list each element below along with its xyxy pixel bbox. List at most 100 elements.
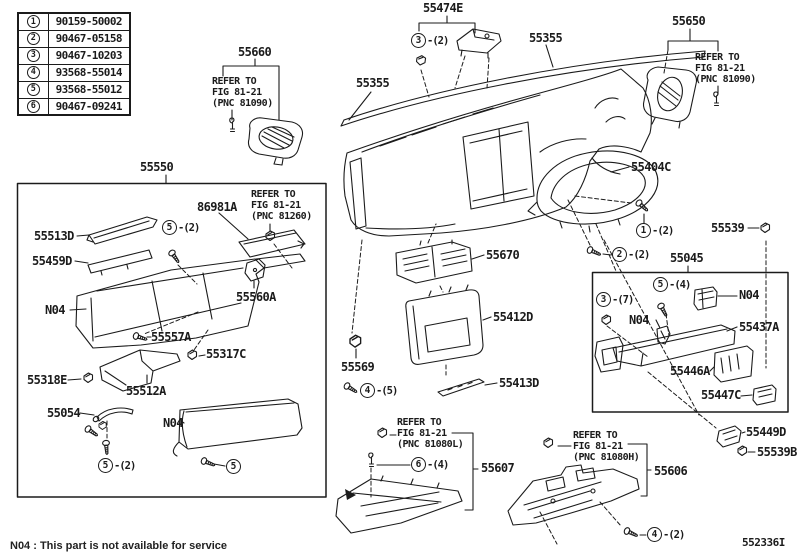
callout-3-lower[interactable]: 3 -(7) — [596, 292, 634, 307]
part-label-55317c[interactable]: 55317C — [206, 347, 246, 361]
fastener-row[interactable]: 1 90159-50002 — [17, 12, 131, 31]
part-label-55474e[interactable]: 55474E — [423, 1, 463, 15]
callout-qty: -(5) — [376, 384, 398, 397]
callout-1[interactable]: 1 -(2) — [636, 223, 674, 238]
part-label-55318e[interactable]: 55318E — [27, 373, 67, 387]
refer-line: FIG 81-21 — [212, 87, 262, 98]
callout-circle: 3 — [411, 33, 426, 48]
part-label-55355-left[interactable]: 55355 — [356, 76, 390, 90]
callout-4-passenger[interactable]: 4 -(2) — [647, 527, 685, 542]
callout-5-lower[interactable]: 5 -(4) — [653, 277, 691, 292]
refer-line: (PNC 81260) — [251, 211, 312, 222]
callout-circle: 4 — [647, 527, 662, 542]
diagram-code: 552336I — [742, 536, 785, 549]
refer-note-passenger-lower[interactable]: REFER TO FIG 81-21 (PNC 81080H) — [573, 430, 640, 463]
callout-circle: 3 — [596, 292, 611, 307]
refer-note-left-vent[interactable]: REFER TO FIG 81-21 (PNC 81090) — [212, 76, 273, 109]
retainer-clips-right-art — [716, 222, 771, 457]
part-label-55045[interactable]: 55045 — [670, 251, 704, 265]
fastener-number-badge: 6 — [26, 99, 40, 113]
part-label-55550[interactable]: 55550 — [140, 160, 174, 174]
part-label-55054[interactable]: 55054 — [47, 406, 81, 420]
refer-line: REFER TO — [695, 52, 740, 63]
upper-cover-55474e-art — [415, 15, 502, 67]
part-label-55449d[interactable]: 55449D — [746, 425, 786, 439]
part-label-55413d[interactable]: 55413D — [499, 376, 539, 390]
part-label-55513d[interactable]: 55513D — [34, 229, 74, 243]
refer-line: REFER TO — [397, 417, 442, 428]
driver-lower-panel-55607-art — [335, 427, 479, 534]
fastener-number-badge: 4 — [26, 66, 40, 79]
part-label-55650[interactable]: 55650 — [672, 14, 706, 28]
part-label-55355-right[interactable]: 55355 — [529, 31, 563, 45]
part-label-55404c[interactable]: 55404C — [631, 160, 671, 174]
callout-5-rod[interactable]: 5 -(2) — [98, 458, 136, 473]
n04-label-bracket[interactable]: N04 — [629, 313, 649, 327]
side-vent-55650-art — [642, 28, 720, 129]
fastener-part-number: 90467-10203 — [47, 46, 131, 65]
callout-4-center[interactable]: 4 -(5) — [360, 383, 398, 398]
center-vent-55670-art — [395, 239, 473, 284]
part-label-55447c[interactable]: 55447C — [701, 388, 741, 402]
part-label-55539b[interactable]: 55539B — [757, 445, 797, 459]
fastener-number-badge: 5 — [26, 83, 40, 96]
n04-label-door[interactable]: N04 — [163, 416, 183, 430]
service-note: N04 : This part is not available for ser… — [10, 540, 228, 552]
part-label-55660[interactable]: 55660 — [238, 45, 272, 59]
part-label-55539[interactable]: 55539 — [711, 221, 745, 235]
callout-2[interactable]: 2 -(2) — [612, 247, 650, 262]
part-label-55557a[interactable]: 55557A — [151, 330, 191, 344]
refer-note-driver-lower[interactable]: REFER TO FIG 81-21 (PNC 81080L) — [397, 417, 464, 450]
fastener-table: 1 90159-50002 2 90467-05158 3 90467-1020… — [17, 12, 131, 116]
callout-5-door[interactable]: 5 — [226, 459, 242, 474]
refer-note-right-vent[interactable]: REFER TO FIG 81-21 (PNC 81090) — [695, 52, 756, 85]
fastener-part-number: 93568-55014 — [47, 63, 131, 82]
callout-6[interactable]: 6 -(4) — [411, 457, 449, 472]
part-label-55606[interactable]: 55606 — [654, 464, 688, 478]
callout-5-glovebox[interactable]: 5 -(2) — [162, 220, 200, 235]
part-label-55512a[interactable]: 55512A — [126, 384, 166, 398]
refer-line: (PNC 81090) — [212, 98, 273, 109]
callout-qty: -(2) — [114, 459, 136, 472]
part-label-55437a[interactable]: 55437A — [739, 320, 779, 334]
callout-qty: -(2) — [628, 248, 650, 261]
instrument-panel-body-art — [343, 68, 652, 237]
part-label-55446a[interactable]: 55446A — [670, 364, 710, 378]
part-label-55459d[interactable]: 55459D — [32, 254, 72, 268]
fastener-row[interactable]: 6 90467-09241 — [17, 97, 131, 116]
callout-circle: 5 — [98, 458, 113, 473]
part-label-55412d[interactable]: 55412D — [493, 310, 533, 324]
refer-line: (PNC 81080H) — [573, 452, 640, 463]
windshield-strip-55355-art — [340, 50, 706, 127]
part-label-55560a[interactable]: 55560A — [236, 290, 276, 304]
callout-qty: -(7) — [612, 293, 634, 306]
fastener-part-number: 90467-05158 — [47, 29, 131, 48]
part-label-86981a[interactable]: 86981A — [197, 200, 237, 214]
side-vent-55660-art — [222, 58, 304, 166]
fastener-row[interactable]: 2 90467-05158 — [17, 29, 131, 48]
refer-line: (PNC 81090) — [695, 74, 756, 85]
n04-label-housing[interactable]: N04 — [45, 303, 65, 317]
callout-3-top[interactable]: 3 -(2) — [411, 33, 449, 48]
cluster-hood-55404c-art — [527, 150, 659, 233]
leader-lines-art — [67, 44, 760, 536]
callout-qty: -(2) — [652, 224, 674, 237]
fastener-part-number: 93568-55012 — [47, 80, 131, 99]
callout-qty: -(4) — [669, 278, 691, 291]
refer-line: (PNC 81080L) — [397, 439, 464, 450]
fastener-part-number: 90467-09241 — [47, 97, 131, 116]
part-label-55607[interactable]: 55607 — [481, 461, 515, 475]
part-label-55670[interactable]: 55670 — [486, 248, 520, 262]
n04-label-switch-blank[interactable]: N04 — [739, 288, 759, 302]
part-label-55569[interactable]: 55569 — [341, 360, 375, 374]
refer-line: FIG 81-21 — [573, 441, 623, 452]
refer-note-card-holder[interactable]: REFER TO FIG 81-21 (PNC 81260) — [251, 189, 312, 222]
refer-line: REFER TO — [212, 76, 257, 87]
fastener-row[interactable]: 4 93568-55014 — [17, 63, 131, 82]
callout-circle: 6 — [411, 457, 426, 472]
dashed-assembly-lines-art — [106, 49, 767, 545]
fastener-row[interactable]: 3 90467-10203 — [17, 46, 131, 65]
callout-qty: -(2) — [178, 221, 200, 234]
fastener-row[interactable]: 5 93568-55012 — [17, 80, 131, 99]
